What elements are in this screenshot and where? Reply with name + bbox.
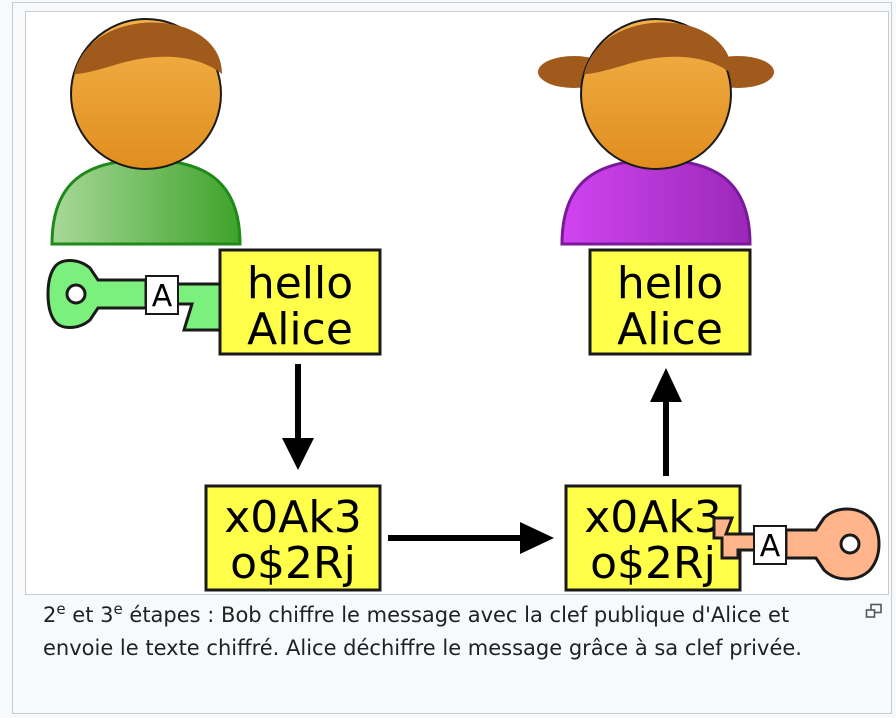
caption-step-2-sup: e [56,600,66,618]
alice-cipher-line-2: o$2Rj [590,538,716,589]
alice-figure [538,18,774,246]
public-key-letter: A [152,279,173,314]
bob-cipher-line-2: o$2Rj [230,538,356,589]
private-key-letter: A [760,529,781,564]
enlarge-icon[interactable] [865,603,883,619]
alice-plain-message: hello Alice [588,248,752,356]
caption-step-2: 2 [43,603,57,627]
caption-step-3-sup: e [113,600,123,618]
public-key-icon: A [46,259,240,332]
bob-plain-message: hello Alice [218,248,382,356]
caption-text: étapes : Bob chiffre le message avec la … [43,603,802,661]
arrow-right [388,522,554,554]
figure-thumbnail: A hello Alice hello Alice x0Ak3 o$2Rj [12,2,892,714]
bob-message-line-1: hello [247,258,353,309]
private-key-icon: A [712,507,881,581]
alice-message-line-2: Alice [617,304,723,355]
bob-cipher-message: x0Ak3 o$2Rj [204,484,382,592]
alice-message-line-1: hello [617,258,723,309]
bob-body [50,158,242,246]
arrow-up [650,368,682,476]
bob-cipher-line-1: x0Ak3 [224,492,362,543]
caption-step-3: et 3 [65,603,114,627]
arrow-down [282,364,314,470]
alice-cipher-message: x0Ak3 o$2Rj [564,484,742,592]
bob-hair [74,22,222,74]
alice-cipher-line-1: x0Ak3 [584,492,722,543]
bob-figure [50,18,242,246]
encryption-diagram: A hello Alice hello Alice x0Ak3 o$2Rj [46,18,881,592]
alice-hair [584,22,732,74]
figure-caption: 2e et 3e étapes : Bob chiffre le message… [43,599,843,665]
bob-message-line-2: Alice [247,304,353,355]
diagram-image[interactable]: A hello Alice hello Alice x0Ak3 o$2Rj [25,11,889,595]
alice-body [560,158,752,246]
